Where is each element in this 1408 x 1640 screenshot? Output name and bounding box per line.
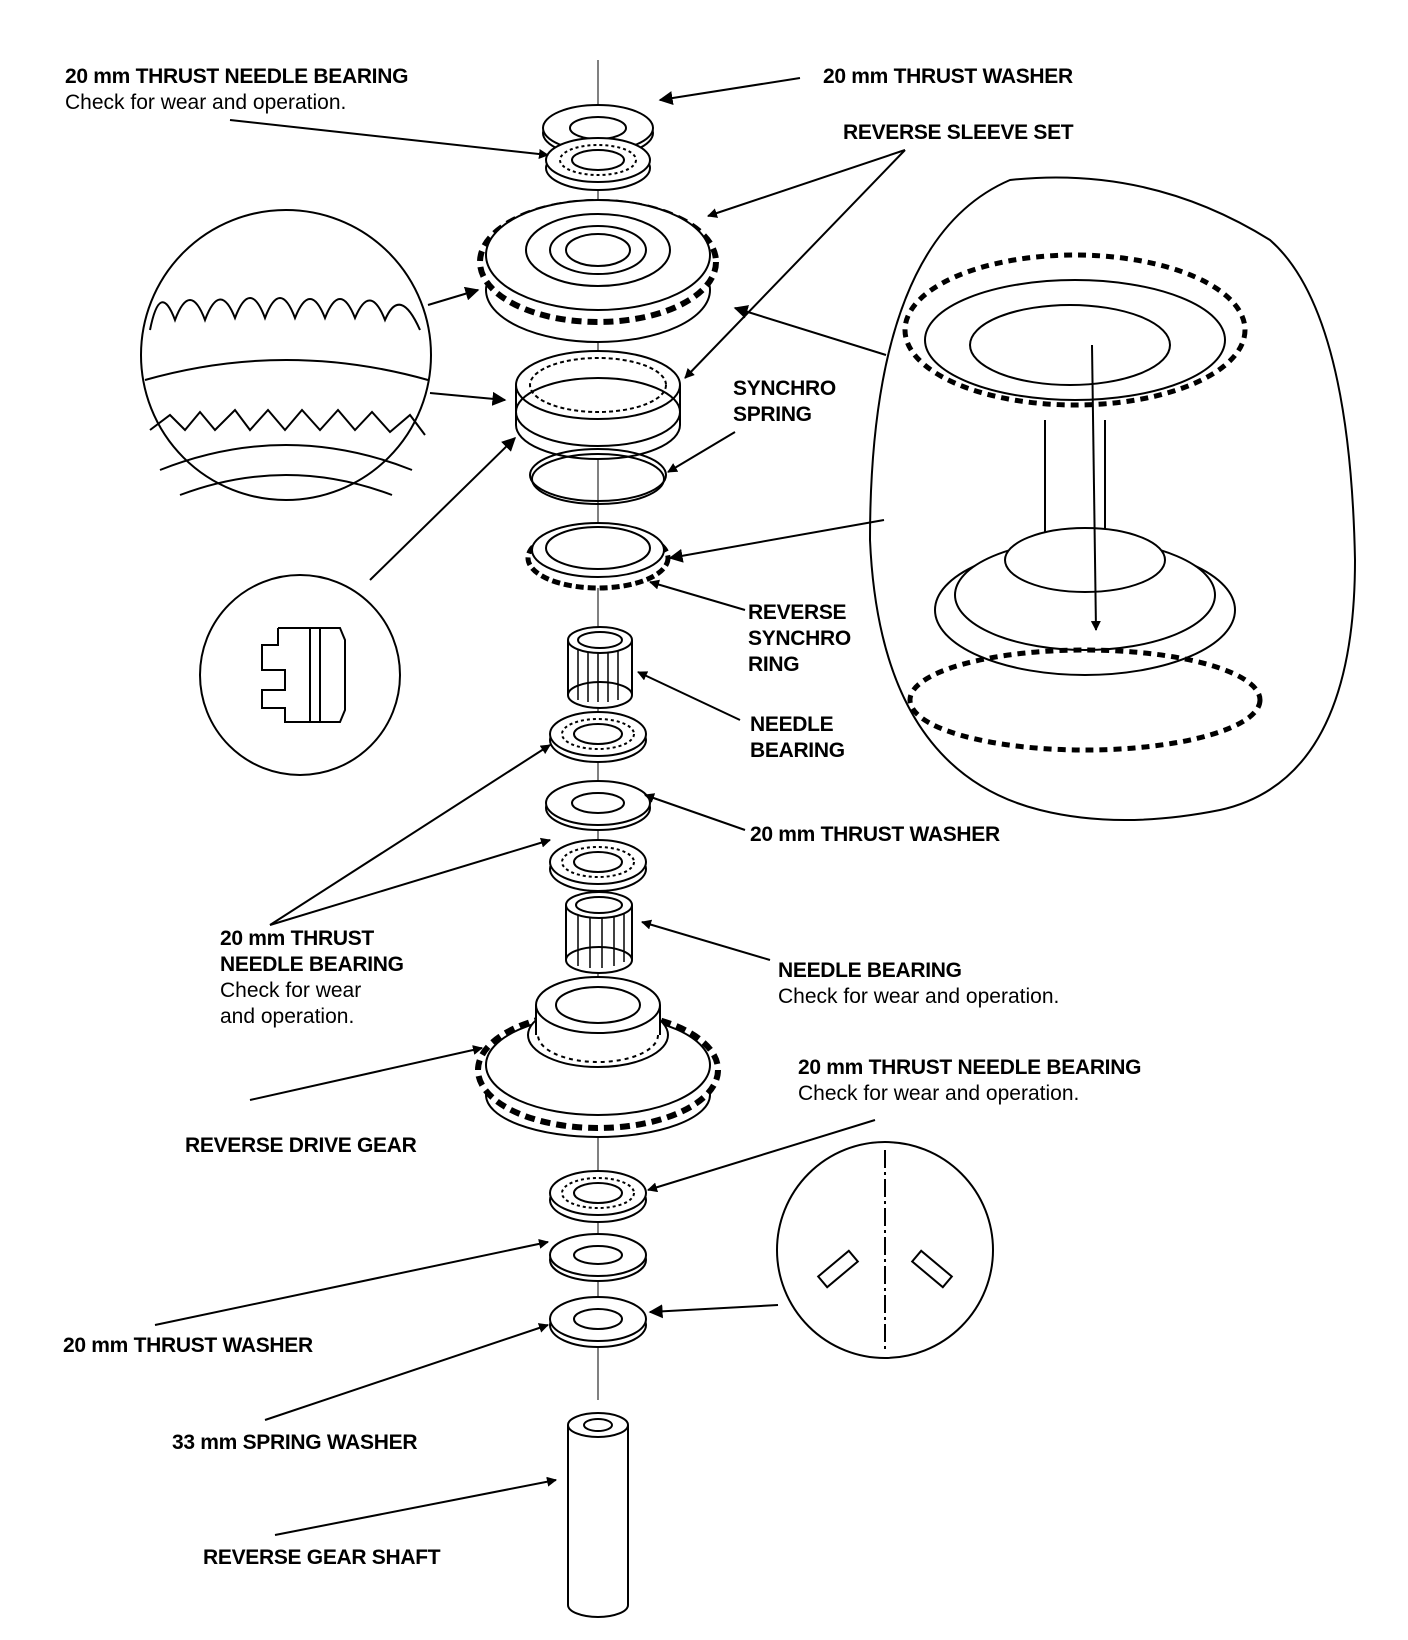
- label-title: 20 mm THRUST WASHER: [823, 65, 1073, 88]
- label-line: BEARING: [750, 739, 845, 762]
- mid-thrust-needle-bearing-2: [549, 839, 647, 892]
- label-title: 20 mm THRUST WASHER: [750, 823, 1000, 846]
- label-line: 20 mm THRUST: [220, 927, 374, 950]
- label-synchro-spring: SYNCHRO SPRING: [733, 376, 836, 428]
- lower-needle-bearing: [565, 891, 633, 974]
- label-needle-bearing-lower: NEEDLE BEARING Check for wear and operat…: [778, 958, 1059, 1010]
- label-line: NEEDLE BEARING: [220, 953, 404, 976]
- detail-gear-teeth: [140, 209, 432, 501]
- label-line: SYNCHRO: [748, 627, 851, 650]
- label-reverse-gear-shaft: REVERSE GEAR SHAFT: [203, 1545, 441, 1571]
- label-reverse-drive-gear: REVERSE DRIVE GEAR: [185, 1133, 417, 1159]
- label-needle-bearing-upper: NEEDLE BEARING: [750, 712, 845, 764]
- synchro-spring: [529, 448, 667, 505]
- label-title: NEEDLE BEARING: [778, 959, 962, 982]
- label-line: SYNCHRO: [733, 377, 836, 400]
- reverse-sleeve-gear: [477, 199, 719, 343]
- lower-thrust-needle-bearing: [549, 1170, 647, 1223]
- detail-spring-washer-orientation: [776, 1141, 994, 1359]
- label-line: RING: [748, 653, 800, 676]
- label-bottom-thrust-washer: 20 mm THRUST WASHER: [63, 1333, 313, 1359]
- label-top-thrust-needle-bearing: 20 mm THRUST NEEDLE BEARING Check for we…: [65, 64, 408, 116]
- mid-thrust-needle-bearing-1: [549, 711, 647, 763]
- label-mid-thrust-needle-bearing: 20 mm THRUST NEEDLE BEARING Check for we…: [220, 926, 404, 1030]
- label-title: REVERSE SLEEVE SET: [843, 121, 1074, 144]
- reverse-drive-gear: [475, 976, 721, 1138]
- label-note: and operation.: [220, 1005, 355, 1028]
- label-lower-thrust-needle-bearing: 20 mm THRUST NEEDLE BEARING Check for we…: [798, 1055, 1141, 1107]
- label-note: Check for wear: [220, 979, 362, 1002]
- label-title: 20 mm THRUST NEEDLE BEARING: [798, 1056, 1142, 1079]
- label-line: SPRING: [733, 403, 812, 426]
- label-reverse-sleeve-set: REVERSE SLEEVE SET: [843, 120, 1074, 146]
- label-top-thrust-washer: 20 mm THRUST WASHER: [823, 64, 1073, 90]
- label-note: Check for wear and operation.: [65, 91, 347, 114]
- label-line: REVERSE: [748, 601, 847, 624]
- synchro-sleeve: [515, 350, 681, 460]
- detail-sleeve-assembly: [868, 176, 1357, 821]
- label-title: 33 mm SPRING WASHER: [172, 1431, 418, 1454]
- label-reverse-synchro-ring: REVERSE SYNCHRO RING: [748, 600, 851, 678]
- label-spring-washer: 33 mm SPRING WASHER: [172, 1430, 418, 1456]
- label-line: NEEDLE: [750, 713, 834, 736]
- label-mid-thrust-washer: 20 mm THRUST WASHER: [750, 822, 1000, 848]
- label-title: 20 mm THRUST WASHER: [63, 1334, 313, 1357]
- mid-thrust-washer: [545, 780, 651, 831]
- label-title: REVERSE GEAR SHAFT: [203, 1546, 441, 1569]
- label-title: REVERSE DRIVE GEAR: [185, 1134, 417, 1157]
- upper-needle-bearing: [567, 626, 633, 709]
- bottom-thrust-washer: [549, 1233, 647, 1282]
- reverse-synchro-ring: [525, 522, 671, 591]
- top-thrust-needle-bearing: [545, 137, 651, 191]
- reverse-gear-shaft: [567, 1412, 629, 1618]
- label-note: Check for wear and operation.: [798, 1082, 1080, 1105]
- label-title: 20 mm THRUST NEEDLE BEARING: [65, 65, 409, 88]
- label-note: Check for wear and operation.: [778, 985, 1060, 1008]
- detail-synchro-profile: [199, 574, 401, 776]
- spring-washer: [549, 1296, 647, 1348]
